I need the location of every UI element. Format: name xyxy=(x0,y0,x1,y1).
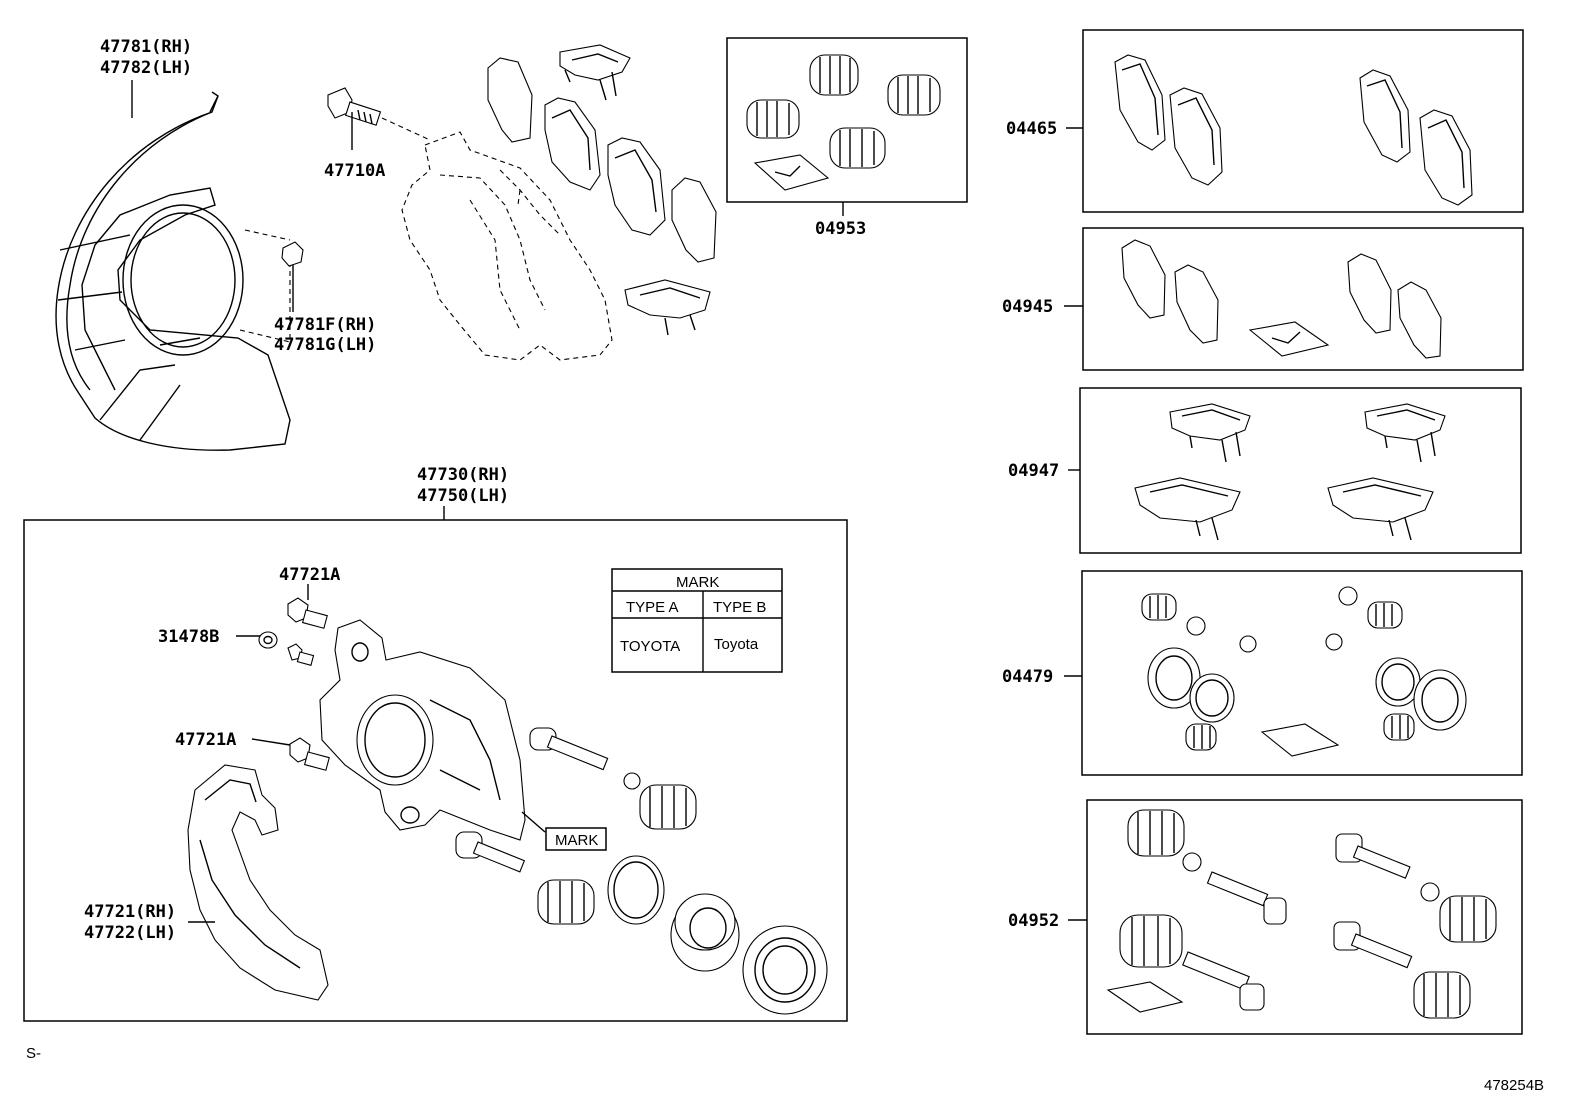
label-kit-04479: 04479 xyxy=(1002,667,1053,687)
label-caliper-lh: 47750(LH) xyxy=(417,486,509,506)
brake-pad-top-2 xyxy=(544,97,601,191)
mark-table-val-b: Toyota xyxy=(714,636,759,653)
label-mounting-rh: 47721(RH) xyxy=(84,902,176,922)
dust-shield xyxy=(55,80,291,451)
kit-04947-parts xyxy=(1134,403,1446,541)
kit-04479-parts xyxy=(1141,586,1467,757)
caliper-assy-box xyxy=(23,519,848,1022)
bleeder-plug-2 xyxy=(289,737,330,771)
kit-04945-parts xyxy=(1121,239,1442,359)
label-caliper-rh: 47730(RH) xyxy=(417,465,509,485)
label-kit-04465: 04465 xyxy=(1006,119,1057,139)
kit-04952-parts xyxy=(1106,809,1497,1019)
cylinder-boot xyxy=(742,925,828,1015)
label-kit-04952: 04952 xyxy=(1008,911,1059,931)
kit-box-04945 xyxy=(1082,227,1524,371)
mark-callout-box xyxy=(545,827,607,851)
label-kit-04947: 04947 xyxy=(1008,461,1059,481)
brake-pad-top-4 xyxy=(671,177,717,263)
label-shield-lh: 47782(LH) xyxy=(100,58,192,78)
label-bleeder-1: 47721A xyxy=(279,565,340,585)
kit-04465-parts xyxy=(1114,54,1473,206)
kit-box-04479 xyxy=(1081,570,1523,776)
kit-box-04947 xyxy=(1079,387,1522,554)
label-boot-kit: 04953 xyxy=(815,219,866,239)
mark-table-val-a: TOYOTA xyxy=(620,638,680,655)
footer-left: S- xyxy=(26,1045,41,1062)
kit-box-04465 xyxy=(1082,29,1524,213)
kit-boots-parts xyxy=(746,54,941,191)
plug-31478 xyxy=(258,631,315,666)
caliper-ghost xyxy=(401,131,613,361)
caliper-mounting xyxy=(187,764,329,1001)
label-shield-rh: 47781(RH) xyxy=(100,37,192,57)
label-plug: 31478B xyxy=(158,627,219,647)
mark-table-col-b: TYPE B xyxy=(713,599,766,616)
label-mounting-lh: 47722(LH) xyxy=(84,923,176,943)
anti-squeal-clip-top xyxy=(559,44,631,101)
caliper-body xyxy=(319,619,526,841)
mark-callout: MARK xyxy=(555,832,598,849)
brake-pad-top-1 xyxy=(487,57,533,143)
slide-pin-upper xyxy=(529,727,697,830)
anti-squeal-clip-bottom xyxy=(624,279,711,336)
label-shield-bolt-lh: 47781G(LH) xyxy=(274,335,376,355)
bleeder-plug-1 xyxy=(287,584,328,629)
caliper-bolt xyxy=(327,87,431,150)
label-bolt-top: 47710A xyxy=(324,161,385,181)
label-shield-bolt-rh: 47781F(RH) xyxy=(274,315,376,335)
mark-table-col-a: TYPE A xyxy=(626,599,679,616)
shield-bolt xyxy=(281,241,304,312)
brake-pad-top-3 xyxy=(607,137,666,236)
kit-box-boots xyxy=(726,37,968,203)
piston xyxy=(670,893,740,972)
mark-table-header: MARK xyxy=(676,574,719,591)
label-bleeder-2: 47721A xyxy=(175,730,236,750)
slide-pin-lower xyxy=(455,831,595,925)
mark-table: MARK TYPE A TYPE B TOYOTA Toyota xyxy=(611,568,783,673)
piston-seal xyxy=(607,855,665,925)
label-kit-04945: 04945 xyxy=(1002,297,1053,317)
footer-right: 478254B xyxy=(1484,1077,1544,1094)
kit-box-04952 xyxy=(1086,799,1523,1035)
